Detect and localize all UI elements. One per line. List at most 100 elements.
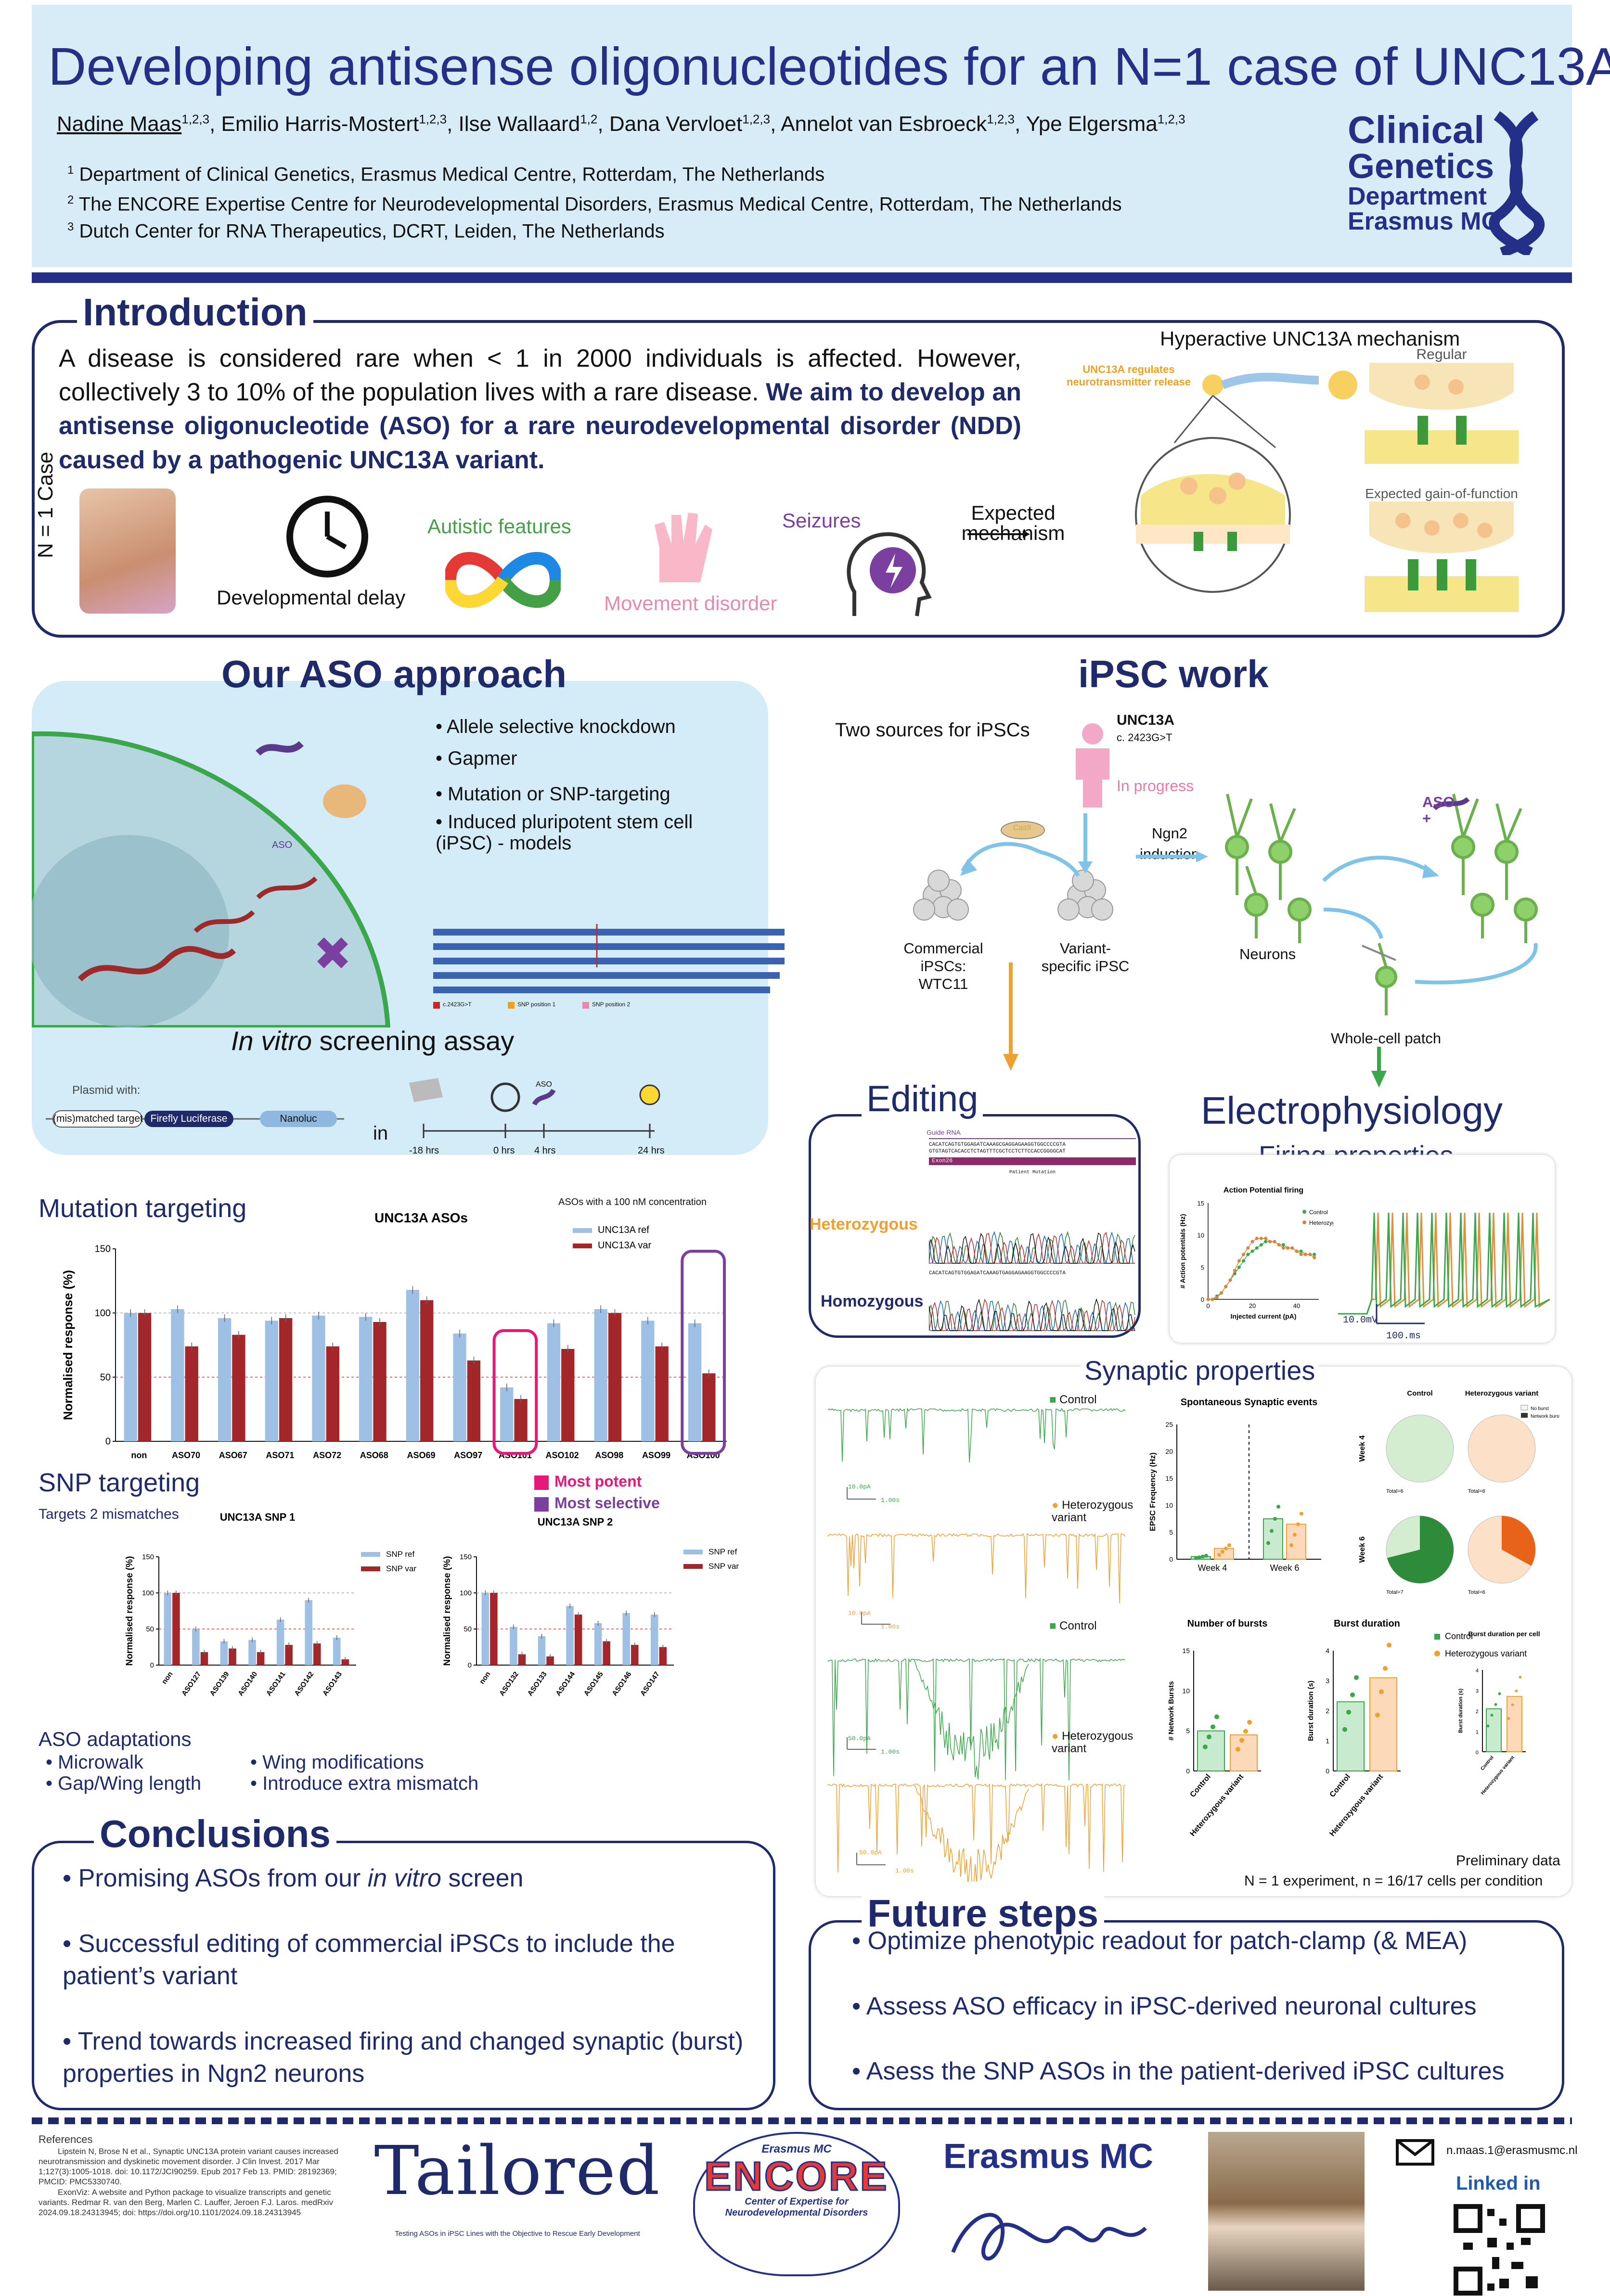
epsc-category: Week 4 xyxy=(1198,1563,1227,1573)
bar-ASO99-1 xyxy=(655,1346,669,1441)
plasmid-diagram xyxy=(46,1110,344,1128)
introduction-text: A disease is considered rare when < 1 in… xyxy=(59,342,1021,477)
bar-ASO147-1 xyxy=(659,1647,667,1665)
firefly-label: Firefly Luciferase xyxy=(150,1113,228,1124)
affiliation-1: 1 Department of Clinical Genetics, Erasm… xyxy=(67,164,825,185)
unc13a-note: UNC13A regulates neurotransmitter releas… xyxy=(1067,363,1191,388)
ap-scale-mv: 10.0mV xyxy=(1343,1315,1378,1326)
epsc-y-label: EPSC Frequency (Hz) xyxy=(1149,1452,1157,1531)
regular-label: Regular xyxy=(1416,346,1467,362)
ap-point xyxy=(1303,1253,1307,1257)
editing-title: Editing xyxy=(862,1078,983,1120)
bar-ASO97-1 xyxy=(467,1360,481,1441)
email-address[interactable]: n.maas.1@erasmusmc.nl xyxy=(1446,2144,1578,2157)
pie-row-week6: Week 6 xyxy=(1358,1536,1366,1563)
ap-point xyxy=(1255,1246,1259,1250)
author-6: Ype Elgersma1,2,3 xyxy=(1026,112,1185,136)
burst-y-tick: 1 xyxy=(1476,1730,1479,1735)
burst-point xyxy=(1346,1709,1351,1715)
conclusions-list: • Promising ASOs from our in vitro scree… xyxy=(63,1862,746,2091)
ap-x-tick: 0 xyxy=(1206,1302,1210,1309)
epsc-point xyxy=(1289,1543,1293,1547)
aso-plus-label: ASO + xyxy=(1422,794,1455,827)
epsc-point xyxy=(1224,1546,1228,1551)
ap-point xyxy=(1299,1253,1303,1257)
author-2: Emilio Harris-Mostert1,2,3, xyxy=(221,112,459,136)
future-2: • Assess ASO efficacy in iPSC-derived ne… xyxy=(852,1992,1477,2020)
chromatogram-trace xyxy=(929,1232,1135,1264)
expected-mechanism-label: Expected mechanism xyxy=(961,501,1065,544)
y-axis-label: Normalised response (%) xyxy=(442,1556,452,1666)
epsc-y-tick: 5 xyxy=(1169,1528,1173,1536)
legend-label: UNC13A var xyxy=(598,1240,651,1251)
burst-point xyxy=(1247,1719,1252,1725)
plasmid-with-label: Plasmid with: xyxy=(72,1084,141,1097)
ap-point xyxy=(1264,1240,1268,1244)
pie-col-control: Control xyxy=(1407,1389,1432,1398)
ap-point xyxy=(1211,1297,1214,1301)
burst-y-tick: 1 xyxy=(1326,1737,1329,1745)
category-label: ASO69 xyxy=(407,1450,435,1460)
chart-title: UNC13A SNP 1 xyxy=(220,1511,296,1523)
category-label: ASO143 xyxy=(321,1670,344,1698)
mechanism-title: Hyperactive UNC13A mechanism xyxy=(1160,327,1460,350)
ap-y-tick: 15 xyxy=(1198,1200,1204,1207)
ap-x-tick: 20 xyxy=(1249,1302,1256,1309)
ap-point xyxy=(1259,1243,1263,1247)
timeline-1: -18 hrs xyxy=(409,1145,439,1156)
chromatogram xyxy=(929,1231,1135,1331)
infinity-icon xyxy=(445,552,561,608)
burst-point xyxy=(1354,1675,1359,1680)
exon-bar: Exon26 xyxy=(929,1157,1136,1165)
epsc-point xyxy=(1204,1553,1208,1558)
burst-legend-label: Control xyxy=(1445,1631,1473,1641)
clock-icon xyxy=(286,496,368,577)
erasmus-logo-text: Erasmus MC xyxy=(943,2137,1154,2176)
gof-synapse: Expected gain-of-function xyxy=(1365,486,1519,616)
pie-legend-label: Network burst xyxy=(1531,1414,1559,1419)
qr-code-icon[interactable] xyxy=(1454,2204,1545,2296)
pie-legend-label: No burst xyxy=(1531,1406,1549,1411)
most-selective-highlight xyxy=(681,1250,726,1455)
aso-bullet-1: • Allele selective knockdown xyxy=(436,716,676,737)
future-title: Future steps xyxy=(862,1891,1105,1936)
assay-timeline xyxy=(409,1078,660,1138)
pie-total: Total=7 xyxy=(1386,1590,1404,1595)
electrophysiology-title: Electrophysiology xyxy=(1201,1089,1503,1132)
linkedin-logo[interactable]: Linked in xyxy=(1456,2173,1541,2194)
aso-bullet-4: • Induced pluripotent stem cell (iPSC) -… xyxy=(436,811,693,854)
burst-y-label: Burst duration (s) xyxy=(1458,1689,1464,1733)
burst-point xyxy=(1342,1727,1347,1732)
epsc-point xyxy=(1201,1554,1205,1559)
ap-point xyxy=(1295,1249,1299,1253)
epsc-y-tick: 0 xyxy=(1169,1555,1173,1563)
bar-non-0 xyxy=(481,1593,489,1665)
epsc-point xyxy=(1293,1533,1297,1537)
bar-ASO127-0 xyxy=(192,1629,200,1665)
burst-point xyxy=(1515,1689,1518,1693)
commercial-ipsc-label: Commercial iPSCs: WTC11 xyxy=(903,940,983,993)
scale-4: 50.0pA xyxy=(859,1849,882,1856)
category-label: ASO97 xyxy=(454,1450,482,1460)
cas9-label: Cas9 xyxy=(1013,824,1031,832)
epsc-category: Week 6 xyxy=(1270,1563,1300,1573)
category-label: ASO133 xyxy=(526,1670,549,1698)
burst-point xyxy=(1207,1734,1211,1740)
ap-point xyxy=(1228,1278,1232,1282)
adaptation-4: • Introduce extra mismatch xyxy=(250,1773,479,1794)
scale-4t: 1.00s xyxy=(895,1867,914,1874)
pie-col-het: Heterozygous variant xyxy=(1465,1389,1539,1398)
bar-ASO133-0 xyxy=(538,1636,546,1665)
ap-point xyxy=(1277,1243,1281,1247)
burst-legend-swatch xyxy=(1434,1634,1440,1640)
y-tick-label: 150 xyxy=(95,1244,111,1255)
burst-chart-title: Burst duration per cell xyxy=(1468,1630,1540,1638)
most-potent-highlight xyxy=(492,1329,538,1455)
bar-non-1 xyxy=(490,1593,498,1665)
bar-ASO72-1 xyxy=(326,1346,339,1441)
bar-ASO102-0 xyxy=(547,1323,561,1441)
bar-ASO67-1 xyxy=(232,1334,245,1441)
ap-point xyxy=(1264,1236,1268,1240)
bar-ASO145-1 xyxy=(603,1641,610,1665)
synaptic-trace xyxy=(828,1407,1126,1462)
